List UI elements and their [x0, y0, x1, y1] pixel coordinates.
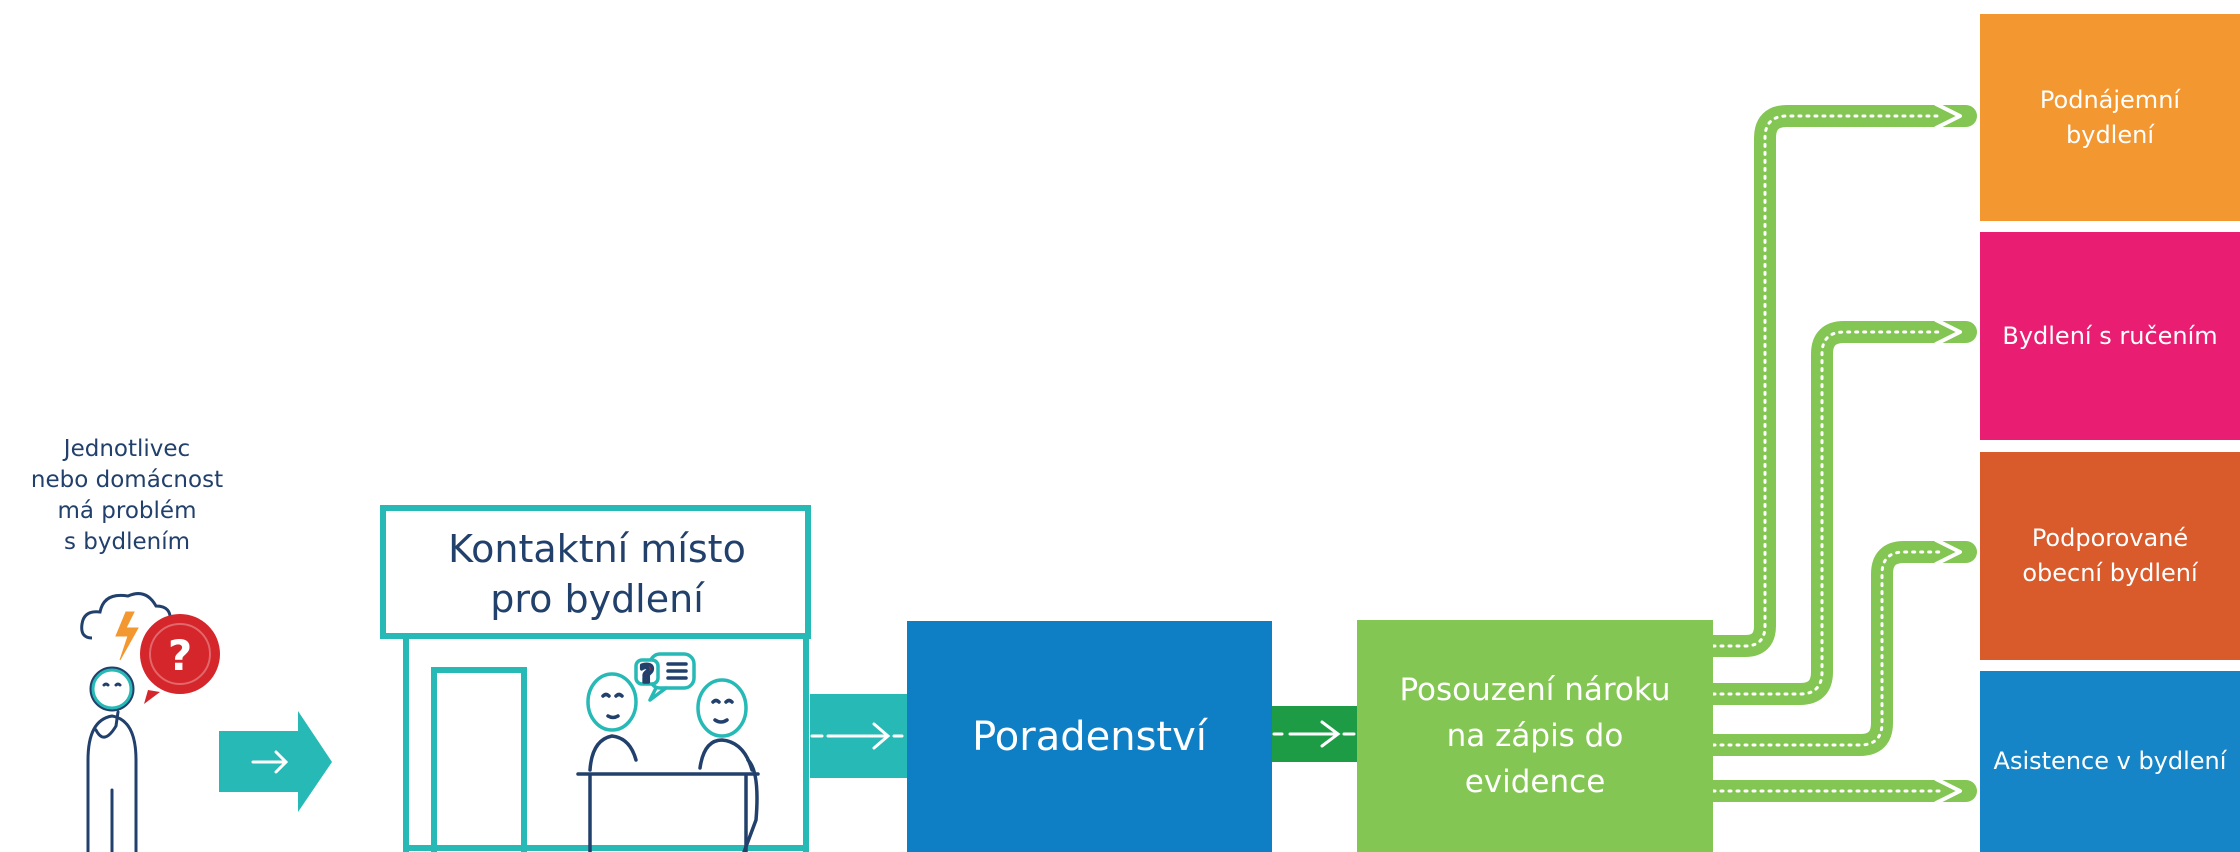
person-line-1: Jednotlivec: [63, 436, 191, 462]
person-line-4: s bydlením: [63, 529, 191, 555]
posouzeni-line-3: evidence: [1464, 764, 1606, 800]
connector-green: [1272, 706, 1358, 762]
svg-text:?: ?: [168, 631, 192, 680]
outcome-2-line-1: Bydlení s ručením: [2002, 321, 2218, 350]
posouzeni-line-2: na zápis do: [1446, 718, 1624, 754]
contact-point-building: [380, 505, 811, 852]
outcome-1-line-1: Podnájemní: [2039, 85, 2181, 114]
outcome-4-line-1: Asistence v bydlení: [1993, 747, 2227, 775]
person-line-3: má problém: [57, 498, 197, 524]
question-bubble-icon: ?: [140, 614, 220, 704]
thinking-person-icon: [86, 666, 138, 852]
outcome-bydleni-s-rucenim: Bydlení s ručením: [1980, 232, 2240, 440]
outcome-podporovane-obecni-bydleni: Podporované obecní bydlení: [1980, 452, 2240, 660]
outcome-3-line-2: obecní bydlení: [2022, 559, 2198, 587]
connector-teal: [810, 694, 908, 778]
consultation-people-icon: ?: [576, 652, 760, 852]
contact-point-title: Kontaktní místo pro bydlení: [384, 524, 810, 624]
contact-point-title-line-2: pro bydlení: [490, 577, 704, 621]
svg-text:?: ?: [640, 660, 654, 688]
poradenstvi-box: Poradenství: [907, 621, 1272, 852]
person-description: Jednotlivec nebo domácnost má problém s …: [0, 434, 254, 558]
person-line-2: nebo domácnost: [30, 467, 224, 493]
outcome-asistence-v-bydleni: Asistence v bydlení: [1980, 671, 2240, 852]
outcome-3-line-1: Podporované: [2031, 524, 2189, 552]
outcome-podnajemni-bydleni: Podnájemní bydlení: [1980, 14, 2240, 221]
contact-point-title-line-1: Kontaktní místo: [448, 527, 746, 571]
right-arrow-icon: [219, 711, 332, 812]
outcome-1-line-2: bydlení: [2066, 120, 2154, 149]
branch-paths: [1702, 102, 1977, 805]
posouzeni-box: Posouzení nároku na zápis do evidence: [1357, 620, 1713, 852]
poradenstvi-label: Poradenství: [972, 713, 1207, 760]
posouzeni-line-1: Posouzení nároku: [1399, 672, 1671, 708]
